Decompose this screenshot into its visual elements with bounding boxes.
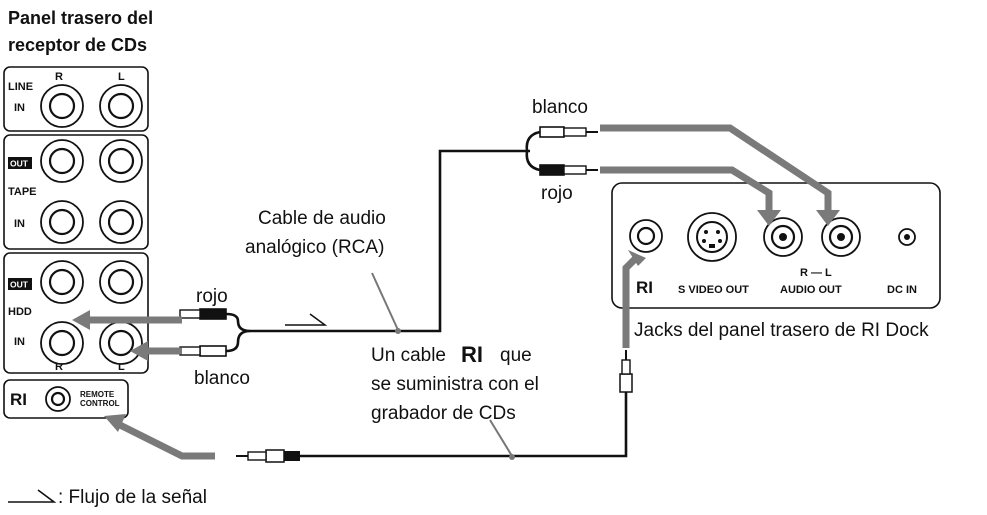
tape-out-label: OUT	[10, 159, 29, 169]
hdd-out-label: OUT	[10, 280, 29, 290]
blanco-top-label: blanco	[532, 97, 588, 118]
line-label: LINE	[8, 81, 33, 93]
rojo-top-label: rojo	[541, 183, 573, 204]
dc-in-label: DC IN	[887, 284, 917, 296]
ri-cable-label-pointer	[489, 419, 513, 457]
ri-cable-label-3: grabador de CDs	[371, 403, 516, 424]
line-in-label: IN	[14, 102, 25, 114]
ri-cable-que: que	[500, 345, 532, 366]
receiver-ri-logo: RI	[10, 390, 27, 409]
ri-cable-label-2: se suministra con el	[371, 374, 539, 395]
tape-out-badge	[8, 157, 32, 169]
line-l-label: L	[118, 71, 125, 83]
cable-label-1: Cable de audio	[258, 208, 386, 229]
remote-label-2: CONTROL	[80, 399, 120, 408]
hdd-label: HDD	[8, 306, 32, 318]
top-white-plug	[539, 126, 565, 138]
cable-label-pointer	[371, 272, 399, 331]
ri-cable	[236, 350, 633, 463]
left-red-plug	[199, 308, 227, 320]
audio-out-label: AUDIO OUT	[780, 284, 842, 296]
line-r-label: R	[55, 71, 63, 83]
ri-cable-label-1: Un cable	[371, 345, 446, 366]
hdd-in-label: IN	[14, 336, 25, 348]
blanco-left-label: blanco	[194, 368, 250, 389]
legend-label: : Flujo de la señal	[58, 487, 207, 508]
top-red-plug	[539, 164, 565, 176]
remote-label-1: REMOTE	[80, 390, 115, 399]
ri-cable-logo: RI	[461, 342, 483, 367]
cable-label-2: analógico (RCA)	[245, 237, 384, 258]
rca-cable	[179, 126, 598, 357]
title-line-2: receptor de CDs	[8, 35, 147, 55]
rojo-left-label: rojo	[196, 286, 228, 307]
hdd-out-badge	[8, 278, 32, 290]
hdd-l-label: L	[118, 361, 125, 373]
title-line-1: Panel trasero del	[8, 8, 153, 28]
ri-dock-rear-panel: RI S VIDEO OUT R — L AUDIO OUT DC IN	[611, 182, 941, 309]
audio-rl-label: R — L	[800, 267, 832, 279]
signal-flow-symbol	[285, 313, 328, 326]
tape-label: TAPE	[8, 186, 37, 198]
signal-flow-arrows	[72, 124, 840, 460]
dock-ri-logo: RI	[636, 278, 653, 297]
dock-caption: Jacks del panel trasero de RI Dock	[634, 320, 929, 341]
hdd-r-label: R	[55, 361, 63, 373]
left-white-plug	[199, 345, 227, 357]
tape-in-label: IN	[14, 218, 25, 230]
legend-flow-icon	[8, 489, 57, 503]
receiver-rear-panel: LINE IN R L OUT TAPE IN OUT HDD IN R L	[3, 66, 149, 419]
svideo-out-label: S VIDEO OUT	[678, 284, 749, 296]
